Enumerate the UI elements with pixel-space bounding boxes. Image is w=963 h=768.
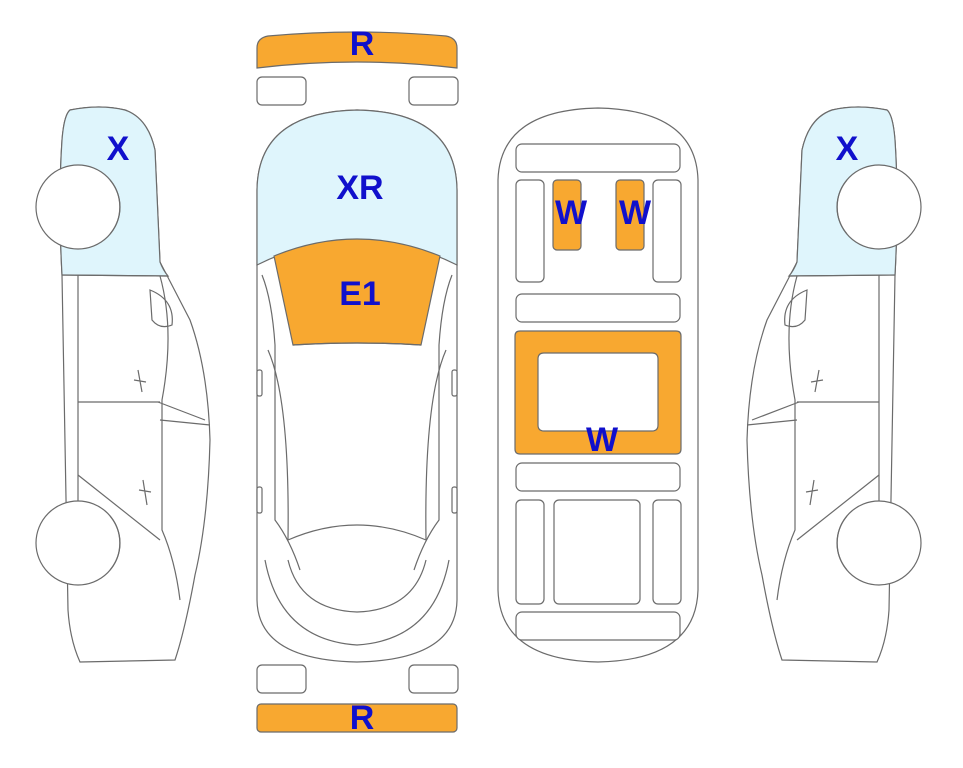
right-windshield-label: X xyxy=(836,130,859,168)
rear-bumper-zone[interactable] xyxy=(256,703,458,733)
car-right-side-view xyxy=(746,106,922,663)
rear-right-light xyxy=(408,664,459,694)
car-left-side-view xyxy=(35,106,211,663)
floor-right-seat-label: W xyxy=(619,194,652,232)
rear-left-light xyxy=(256,664,307,694)
front-left-light xyxy=(256,76,307,106)
front-right-light xyxy=(408,76,459,106)
floor-left-seat-label: W xyxy=(555,194,588,232)
floor-left-seat-zone[interactable] xyxy=(552,179,582,251)
rear-bumper-label: R xyxy=(350,699,375,737)
left-windshield-label: X xyxy=(107,130,130,168)
floor-center-label: W xyxy=(586,421,619,459)
front-bumper-label: R xyxy=(350,25,375,63)
car-top-view xyxy=(256,109,458,663)
front-bumper-zone[interactable] xyxy=(256,31,458,69)
floor-center-zone[interactable] xyxy=(514,330,682,455)
top-windshield-label: XR xyxy=(336,169,383,207)
hood-label: E1 xyxy=(339,275,381,313)
car-floor-view xyxy=(497,107,699,663)
floor-right-seat-zone[interactable] xyxy=(615,179,645,251)
